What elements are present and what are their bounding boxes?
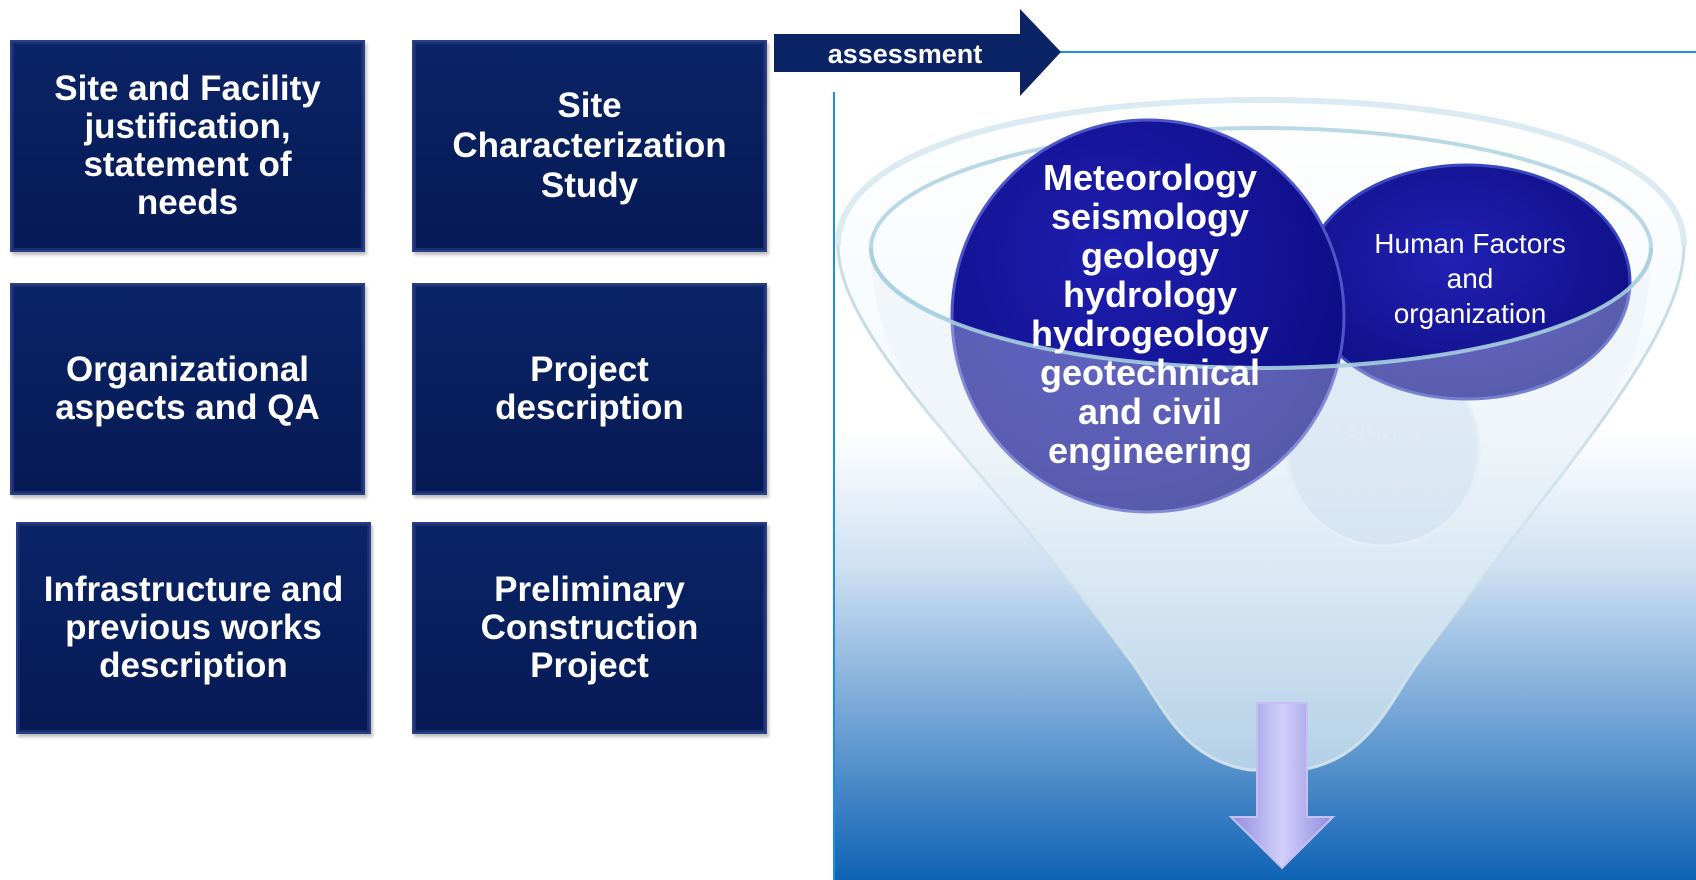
box-infrastructure: Infrastructure and previous works descri…	[16, 522, 371, 734]
box-site-characterization: Site Characterization Study	[412, 40, 767, 252]
box-preliminary: Preliminary Construction Project	[412, 522, 767, 734]
box-infrastructure-label: Infrastructure and previous works descri…	[43, 570, 344, 685]
box-site-characterization-label: Site Characterization Study	[452, 86, 727, 205]
human-circle-text: Human Factors and organization	[1374, 228, 1566, 329]
assessment-label: assessment	[827, 39, 983, 69]
assessment-arrow	[774, 9, 1061, 96]
box-organizational-label: Organizational aspects and QA	[55, 350, 320, 427]
funnel-rim-front	[869, 247, 1653, 371]
qa-circle-text: Quality assurance	[1320, 415, 1450, 496]
box-project-description-label: Project description	[495, 350, 684, 427]
funnel-rim-front-overlay	[871, 248, 1651, 770]
funnel-outer-rim	[835, 96, 1687, 246]
box-site-facility: Site and Facility justification, stateme…	[10, 40, 365, 252]
box-organizational: Organizational aspects and QA	[10, 283, 365, 495]
main-discipline-circle	[950, 118, 1346, 514]
box-project-description: Project description	[412, 283, 767, 495]
main-circle-text: Meteorology seismology geology hydrology…	[1030, 157, 1269, 471]
box-preliminary-label: Preliminary Construction Project	[480, 570, 699, 685]
down-arrow	[1228, 702, 1336, 870]
box-site-facility-label: Site and Facility justification, stateme…	[54, 69, 321, 222]
